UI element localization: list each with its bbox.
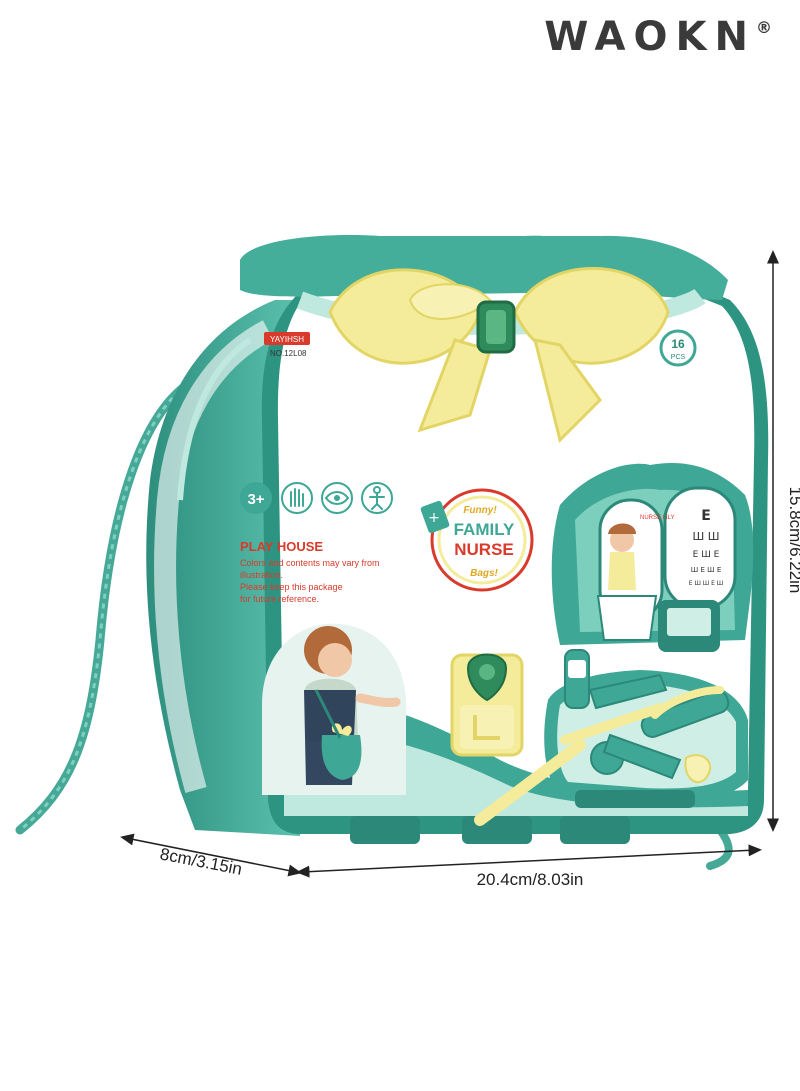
svg-text:Ш E Ш E: Ш E Ш E	[691, 566, 722, 574]
brand-logo: WAOKN®	[544, 14, 772, 60]
piece-unit: PCS	[671, 354, 686, 361]
product-title: PLAY HOUSE	[240, 539, 323, 554]
height-label: 15.8cm/6.22in	[786, 487, 800, 594]
notice-line: for future reference.	[240, 594, 319, 604]
bow-decoration	[328, 267, 670, 443]
brand-name: WAOKN	[544, 14, 756, 60]
nurse-tag: NURSE LILY	[640, 515, 675, 521]
width-label: 20.4cm/8.03in	[477, 870, 584, 889]
figure-icon	[361, 482, 393, 514]
svg-text:E Ш Ш E Ш: E Ш Ш E Ш	[689, 580, 723, 587]
logo-line-1: FAMILY	[454, 520, 515, 539]
age-label: 3+	[247, 491, 264, 508]
height-dimension: 15.8cm/6.22in	[767, 250, 800, 832]
svg-text:+: +	[428, 510, 440, 526]
model-number: NO.12L08	[270, 349, 307, 358]
toy-set-illustration: E Ш Ш E Ш E Ш E Ш E E Ш Ш E Ш NURSE LILY	[551, 463, 754, 652]
registered-mark: ®	[756, 18, 772, 37]
maker-label: YAYIHSH	[270, 335, 304, 344]
clasp-piece	[450, 653, 524, 757]
notice-line: Please keep this package	[240, 582, 343, 592]
eye-icon	[321, 482, 353, 514]
depth-dimension: 8cm/3.15in	[120, 833, 302, 879]
svg-text:E: E	[701, 508, 711, 524]
age-rating-icon: 3+	[240, 482, 272, 514]
hand-icon	[281, 482, 313, 514]
notice-line: Colors and contents may vary from	[240, 558, 380, 568]
package-side-panel	[146, 300, 300, 836]
logo-top: Funny!	[463, 505, 497, 516]
logo-bottom: Bags!	[470, 568, 498, 579]
child-photo	[262, 623, 407, 795]
piece-count-badge: 16 PCS	[659, 329, 697, 367]
model-label: YAYIHSH NO.12L08	[264, 332, 310, 358]
svg-text:Ш Ш: Ш Ш	[692, 530, 719, 543]
toy-tools-tray	[474, 649, 748, 826]
family-nurse-logo: Funny! FAMILY NURSE Bags! +	[420, 488, 534, 592]
piece-count: 16	[671, 337, 685, 351]
notice-text: Colors and contents may vary from illust…	[240, 558, 380, 604]
width-dimension: 20.4cm/8.03in	[296, 844, 762, 889]
depth-label: 8cm/3.15in	[158, 844, 243, 879]
svg-text:E Ш E: E Ш E	[693, 550, 720, 560]
logo-line-2: NURSE	[454, 540, 514, 559]
notice-line: illustration.	[240, 570, 283, 580]
